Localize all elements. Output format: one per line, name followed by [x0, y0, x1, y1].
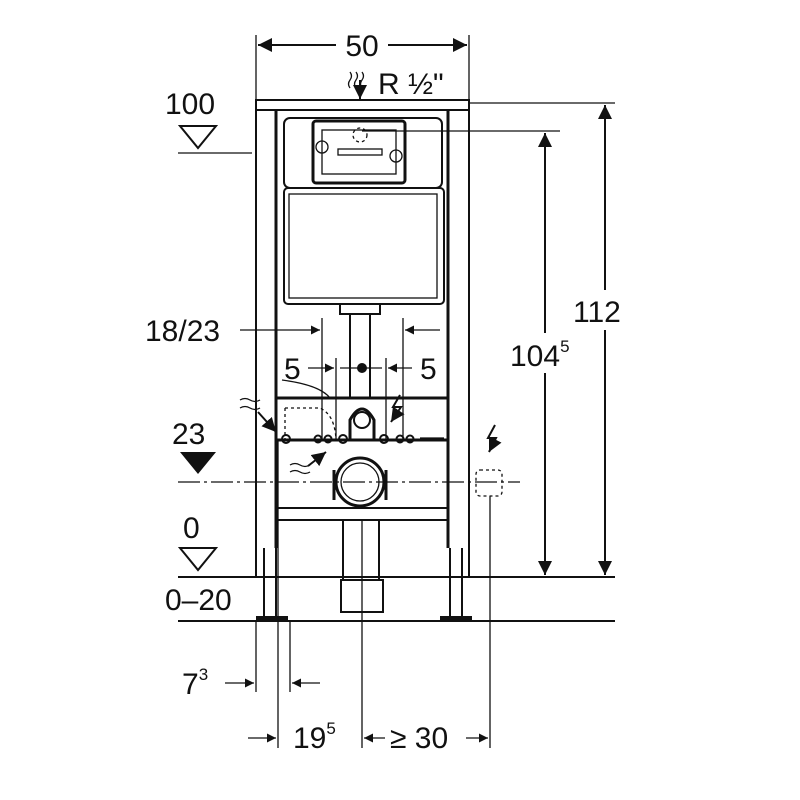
drain-depth-label: 195: [293, 719, 336, 755]
foot-depth-label: 73: [182, 665, 208, 701]
level-100-label: 100: [165, 88, 215, 121]
electrical-box: [390, 394, 503, 497]
water-supply-icon: [239, 71, 367, 475]
offset-left-label: 5: [284, 353, 301, 386]
cistern: [281, 117, 445, 441]
electrical-icon: [390, 394, 405, 423]
flush-water-icon: [289, 462, 311, 475]
height-total-label: 112: [573, 296, 621, 329]
electrical-offset-label: ≥ 30: [390, 722, 448, 755]
width-label: 50: [345, 30, 378, 63]
electrical-icon: [486, 424, 502, 453]
floor-level-label: 0: [183, 512, 200, 545]
height-inner-label: 1045: [510, 337, 570, 373]
floor-adjust-label: 0–20: [165, 584, 232, 617]
flush-plate: [311, 119, 407, 185]
drain-pipe: [281, 407, 444, 613]
drain-level-label: 23: [172, 418, 205, 451]
offset-right-label: 5: [420, 353, 437, 386]
water-connection-label: R ½": [378, 68, 444, 101]
bend-spacing-label: 18/23: [145, 315, 220, 348]
